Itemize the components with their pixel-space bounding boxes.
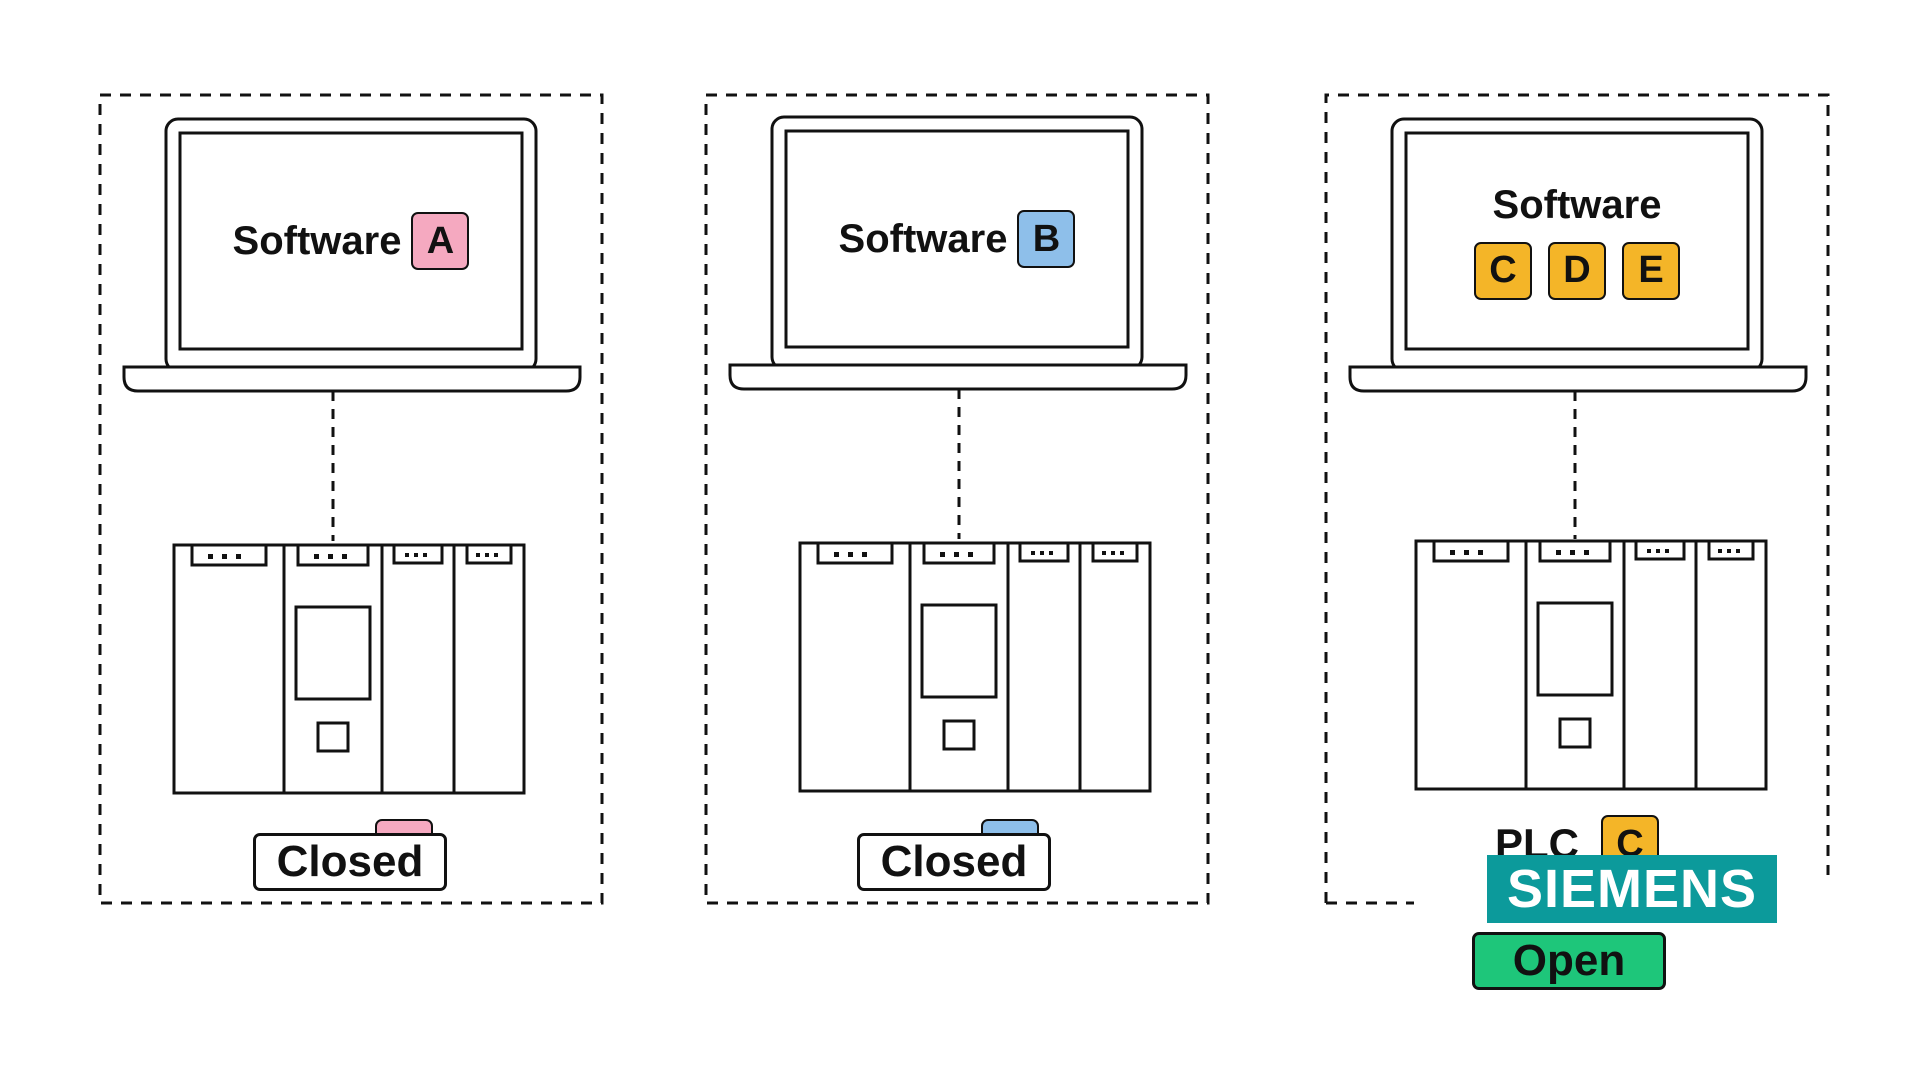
software-badge-c: C: [1474, 241, 1532, 300]
dashed-boundary: [98, 93, 604, 905]
status-badge-closed-b: Closed: [857, 833, 1051, 891]
software-badge-d: D: [1548, 241, 1606, 300]
software-label-area: Software C D E: [1406, 133, 1748, 349]
system-group-a: Software A PLC A: [98, 93, 604, 905]
status-badge-open: Open: [1472, 932, 1666, 990]
system-group-cde: Software C D E PLC C: [1324, 93, 1830, 905]
software-label-area: Software B: [786, 131, 1128, 347]
plc-icon: [798, 541, 1152, 793]
system-group-b: Software B PLC B: [704, 93, 1210, 905]
dashed-boundary: [1324, 93, 1830, 903]
plc-icon: [1414, 539, 1768, 791]
group-a-drawing: [98, 93, 604, 905]
software-label: Software: [232, 218, 402, 263]
software-label: Software: [838, 216, 1008, 261]
dashed-boundary: [704, 93, 1210, 905]
group-cde-drawing: [1324, 93, 1830, 905]
plc-icon: [172, 543, 526, 795]
software-badge-a: A: [411, 212, 470, 270]
software-badges: C D E: [1474, 241, 1680, 300]
status-badge-closed-a: Closed: [253, 833, 447, 891]
software-label: Software: [1492, 182, 1662, 227]
software-badge-e: E: [1622, 241, 1680, 300]
siemens-logo: SIEMENS: [1487, 855, 1777, 923]
software-badge-b: B: [1017, 210, 1076, 268]
laptop-icon: [122, 117, 582, 393]
software-label-area: Software A: [180, 133, 522, 349]
